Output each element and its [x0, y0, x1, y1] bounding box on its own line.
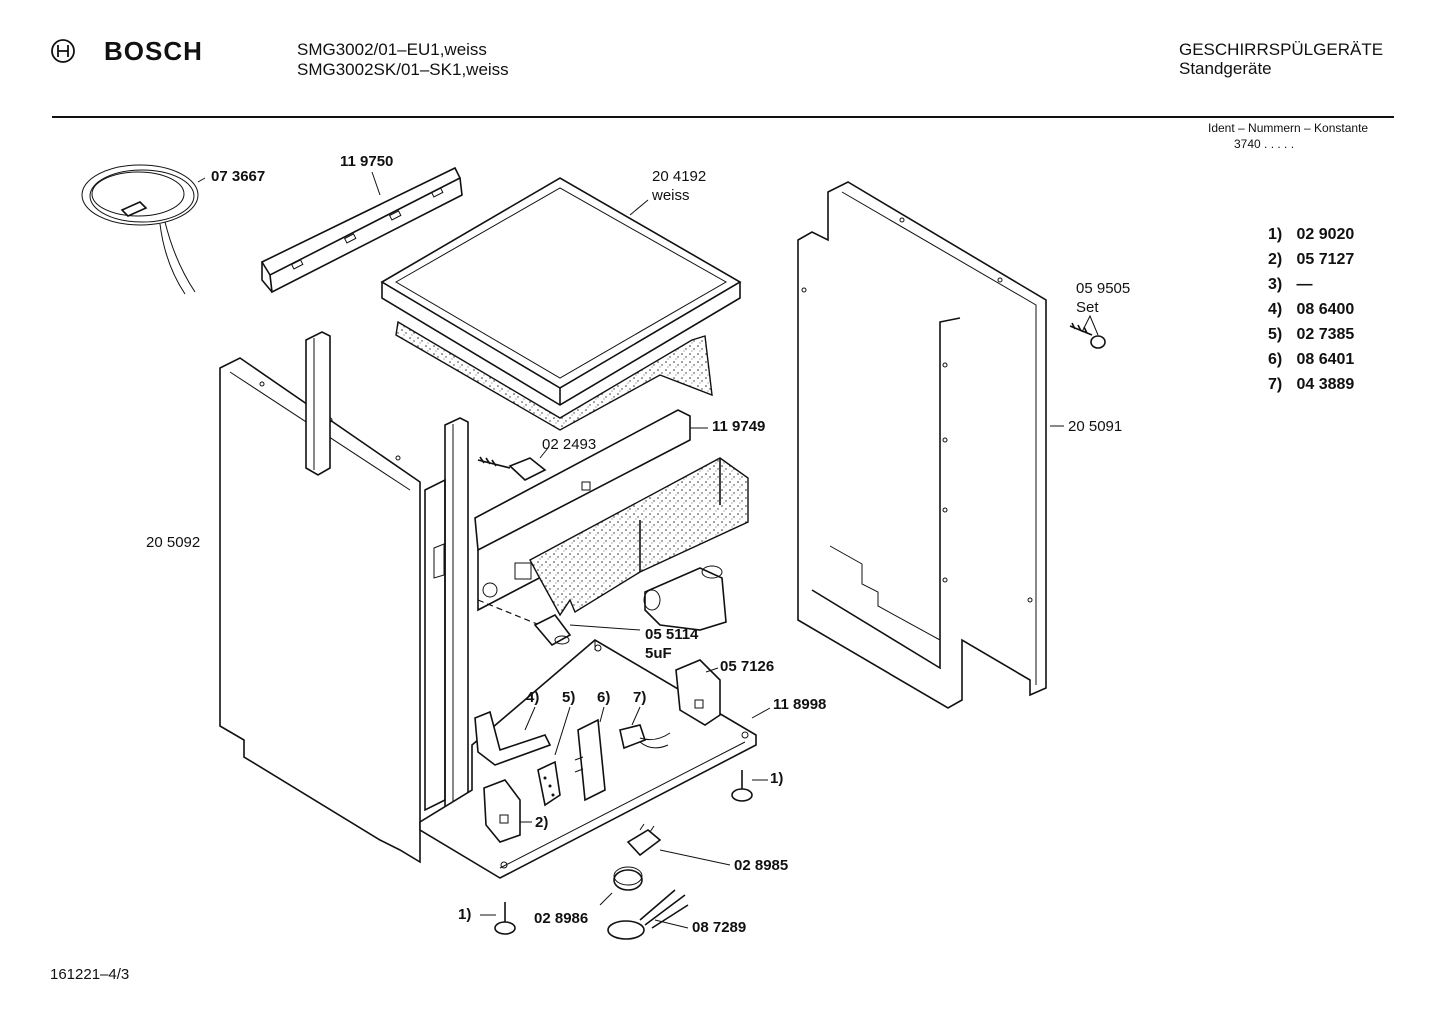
legend-row: 6) 08 6401	[1268, 351, 1355, 368]
foot-part-right	[731, 770, 753, 802]
capacitor-part	[533, 613, 572, 647]
screw-part-022493	[477, 456, 547, 481]
callout-2: 2)	[535, 814, 549, 831]
part-label-205091: 20 5091	[1068, 418, 1123, 435]
front-post-part	[305, 331, 469, 819]
part-label-119749: 11 9749	[712, 418, 766, 435]
callout-1-left: 1)	[458, 906, 472, 923]
top-cover-part	[380, 177, 742, 431]
foot-part-left	[494, 902, 516, 935]
switch-assembly-part-087289	[607, 889, 689, 940]
relay-part-6	[574, 718, 606, 802]
callout-1-right: 1)	[770, 770, 784, 787]
bracket-part-2	[483, 779, 521, 843]
part-label-022493: 02 2493	[542, 436, 597, 453]
part-label-057126: 05 7126	[720, 658, 775, 675]
category-title: GESCHIRRSPÜLGERÄTE	[1179, 40, 1384, 59]
legend-row: 3) —	[1268, 276, 1313, 293]
bracket-part-057126	[675, 659, 721, 726]
terminal-block-part-5	[537, 760, 561, 807]
screw-set-part-059505	[1069, 322, 1106, 349]
callout-7: 7)	[633, 689, 647, 706]
suppressor-part-7	[619, 724, 671, 750]
part-label-118998: 11 8998	[773, 696, 827, 713]
rail-part-119750	[260, 166, 463, 294]
part-label-055114: 05 5114	[645, 626, 699, 643]
legend-row: 1) 02 9020	[1268, 226, 1355, 243]
footer-code: 161221–4/3	[50, 966, 130, 983]
part-label-028985: 02 8985	[734, 857, 789, 874]
callout-5: 5)	[562, 689, 576, 706]
bracket-part-4	[474, 710, 552, 766]
subcategory-title: Standgeräte	[1179, 59, 1272, 78]
part-label-059505: 05 9505	[1076, 280, 1131, 297]
part-note-055114: 5uF	[645, 645, 672, 662]
part-note-204192: weiss	[652, 187, 690, 204]
switch-part-028985	[626, 823, 662, 857]
right-frame-part	[797, 181, 1047, 709]
power-cord-part	[81, 164, 199, 295]
model-line-1: SMG3002/01–EU1,weiss	[297, 40, 487, 59]
ident-value: 3740 . . . . .	[1234, 137, 1295, 151]
knob-part-028986	[613, 866, 643, 891]
legend-row: 2) 05 7127	[1268, 251, 1355, 268]
legend-row: 4) 08 6400	[1268, 301, 1355, 318]
callout-4: 4)	[526, 689, 540, 706]
part-label-119750: 11 9750	[340, 153, 394, 170]
part-label-205092: 20 5092	[146, 534, 201, 551]
legend-row: 5) 02 7385	[1268, 326, 1355, 343]
part-label-087289: 08 7289	[692, 919, 747, 936]
header-divider	[52, 116, 1394, 118]
hose-fitting-part	[643, 565, 727, 631]
callout-6: 6)	[597, 689, 611, 706]
bosch-logo-icon	[50, 38, 76, 64]
legend-list: 1) 02 9020 2) 05 7127 3) — 4) 08 6400 5)…	[1268, 222, 1354, 397]
part-label-028986: 02 8986	[534, 910, 589, 927]
ident-label: Ident – Nummern – Konstante	[1208, 121, 1369, 135]
part-label-204192: 20 4192	[652, 168, 707, 185]
model-line-2: SMG3002SK/01–SK1,weiss	[297, 60, 509, 79]
brand-name: BOSCH	[104, 36, 203, 66]
part-note-059505: Set	[1076, 299, 1099, 316]
legend-row: 7) 04 3889	[1268, 376, 1355, 393]
part-label-073667: 07 3667	[211, 168, 266, 185]
